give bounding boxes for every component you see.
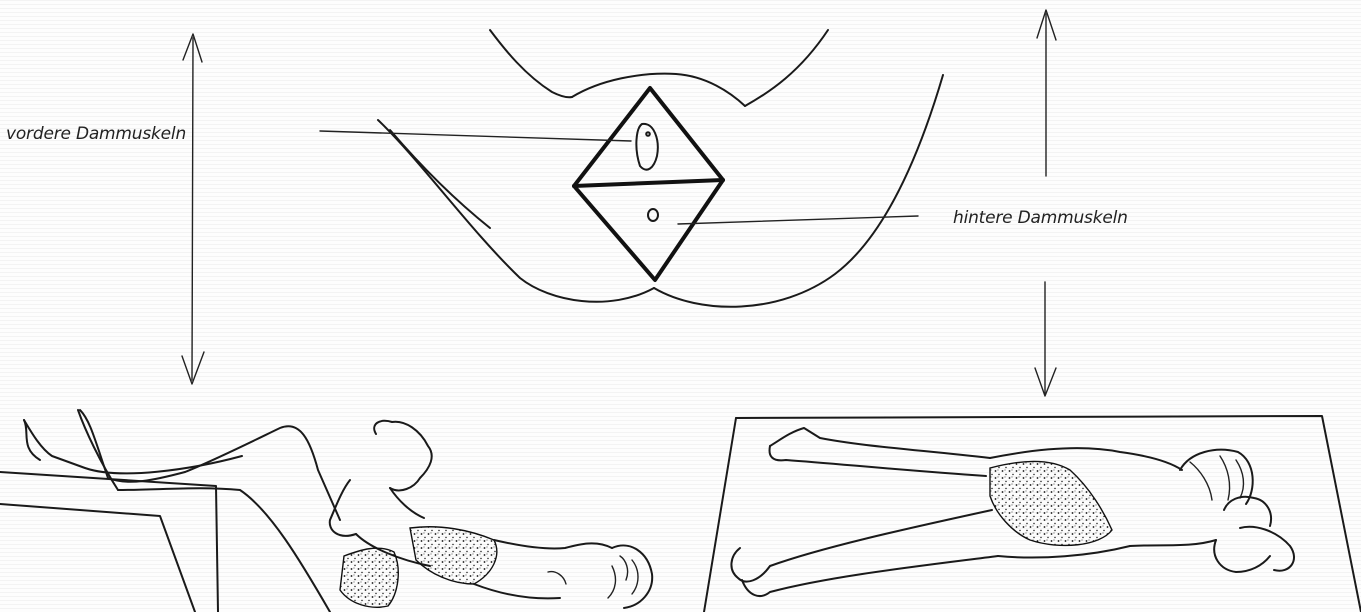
front-muscles-pointer bbox=[320, 131, 631, 141]
back-muscles-label: hintere Dammuskeln bbox=[953, 208, 1128, 228]
right-height-arrow bbox=[1035, 10, 1056, 396]
left-height-arrow bbox=[182, 34, 204, 384]
woman-side-lying-illustration bbox=[704, 416, 1361, 612]
pelvis-outline bbox=[378, 30, 943, 307]
front-muscles-label: vordere Dammuskeln bbox=[6, 124, 186, 144]
woman-with-child-illustration bbox=[0, 410, 652, 612]
perineal-diamond bbox=[574, 88, 723, 280]
